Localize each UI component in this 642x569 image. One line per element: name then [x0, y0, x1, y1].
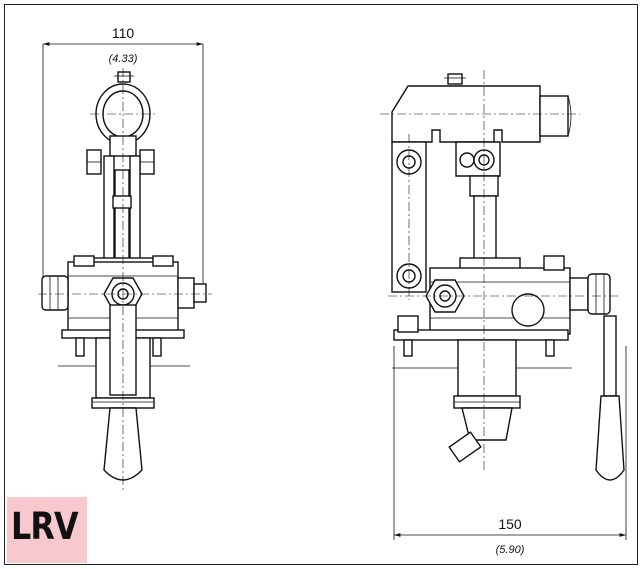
front-view: 110 (4.33): [38, 25, 212, 490]
drawing-frame: [4, 4, 638, 565]
side-view: 150 (5.90): [380, 70, 627, 556]
dimension-150-label: 150: [498, 516, 522, 532]
dimension-110-label: 110: [112, 25, 135, 41]
model-badge: LRV: [7, 497, 87, 563]
model-badge-label: LRV: [11, 505, 79, 548]
dimension-110-inch-label: (4.33): [109, 53, 138, 65]
dimension-150-inch-label: (5.90): [496, 544, 525, 556]
